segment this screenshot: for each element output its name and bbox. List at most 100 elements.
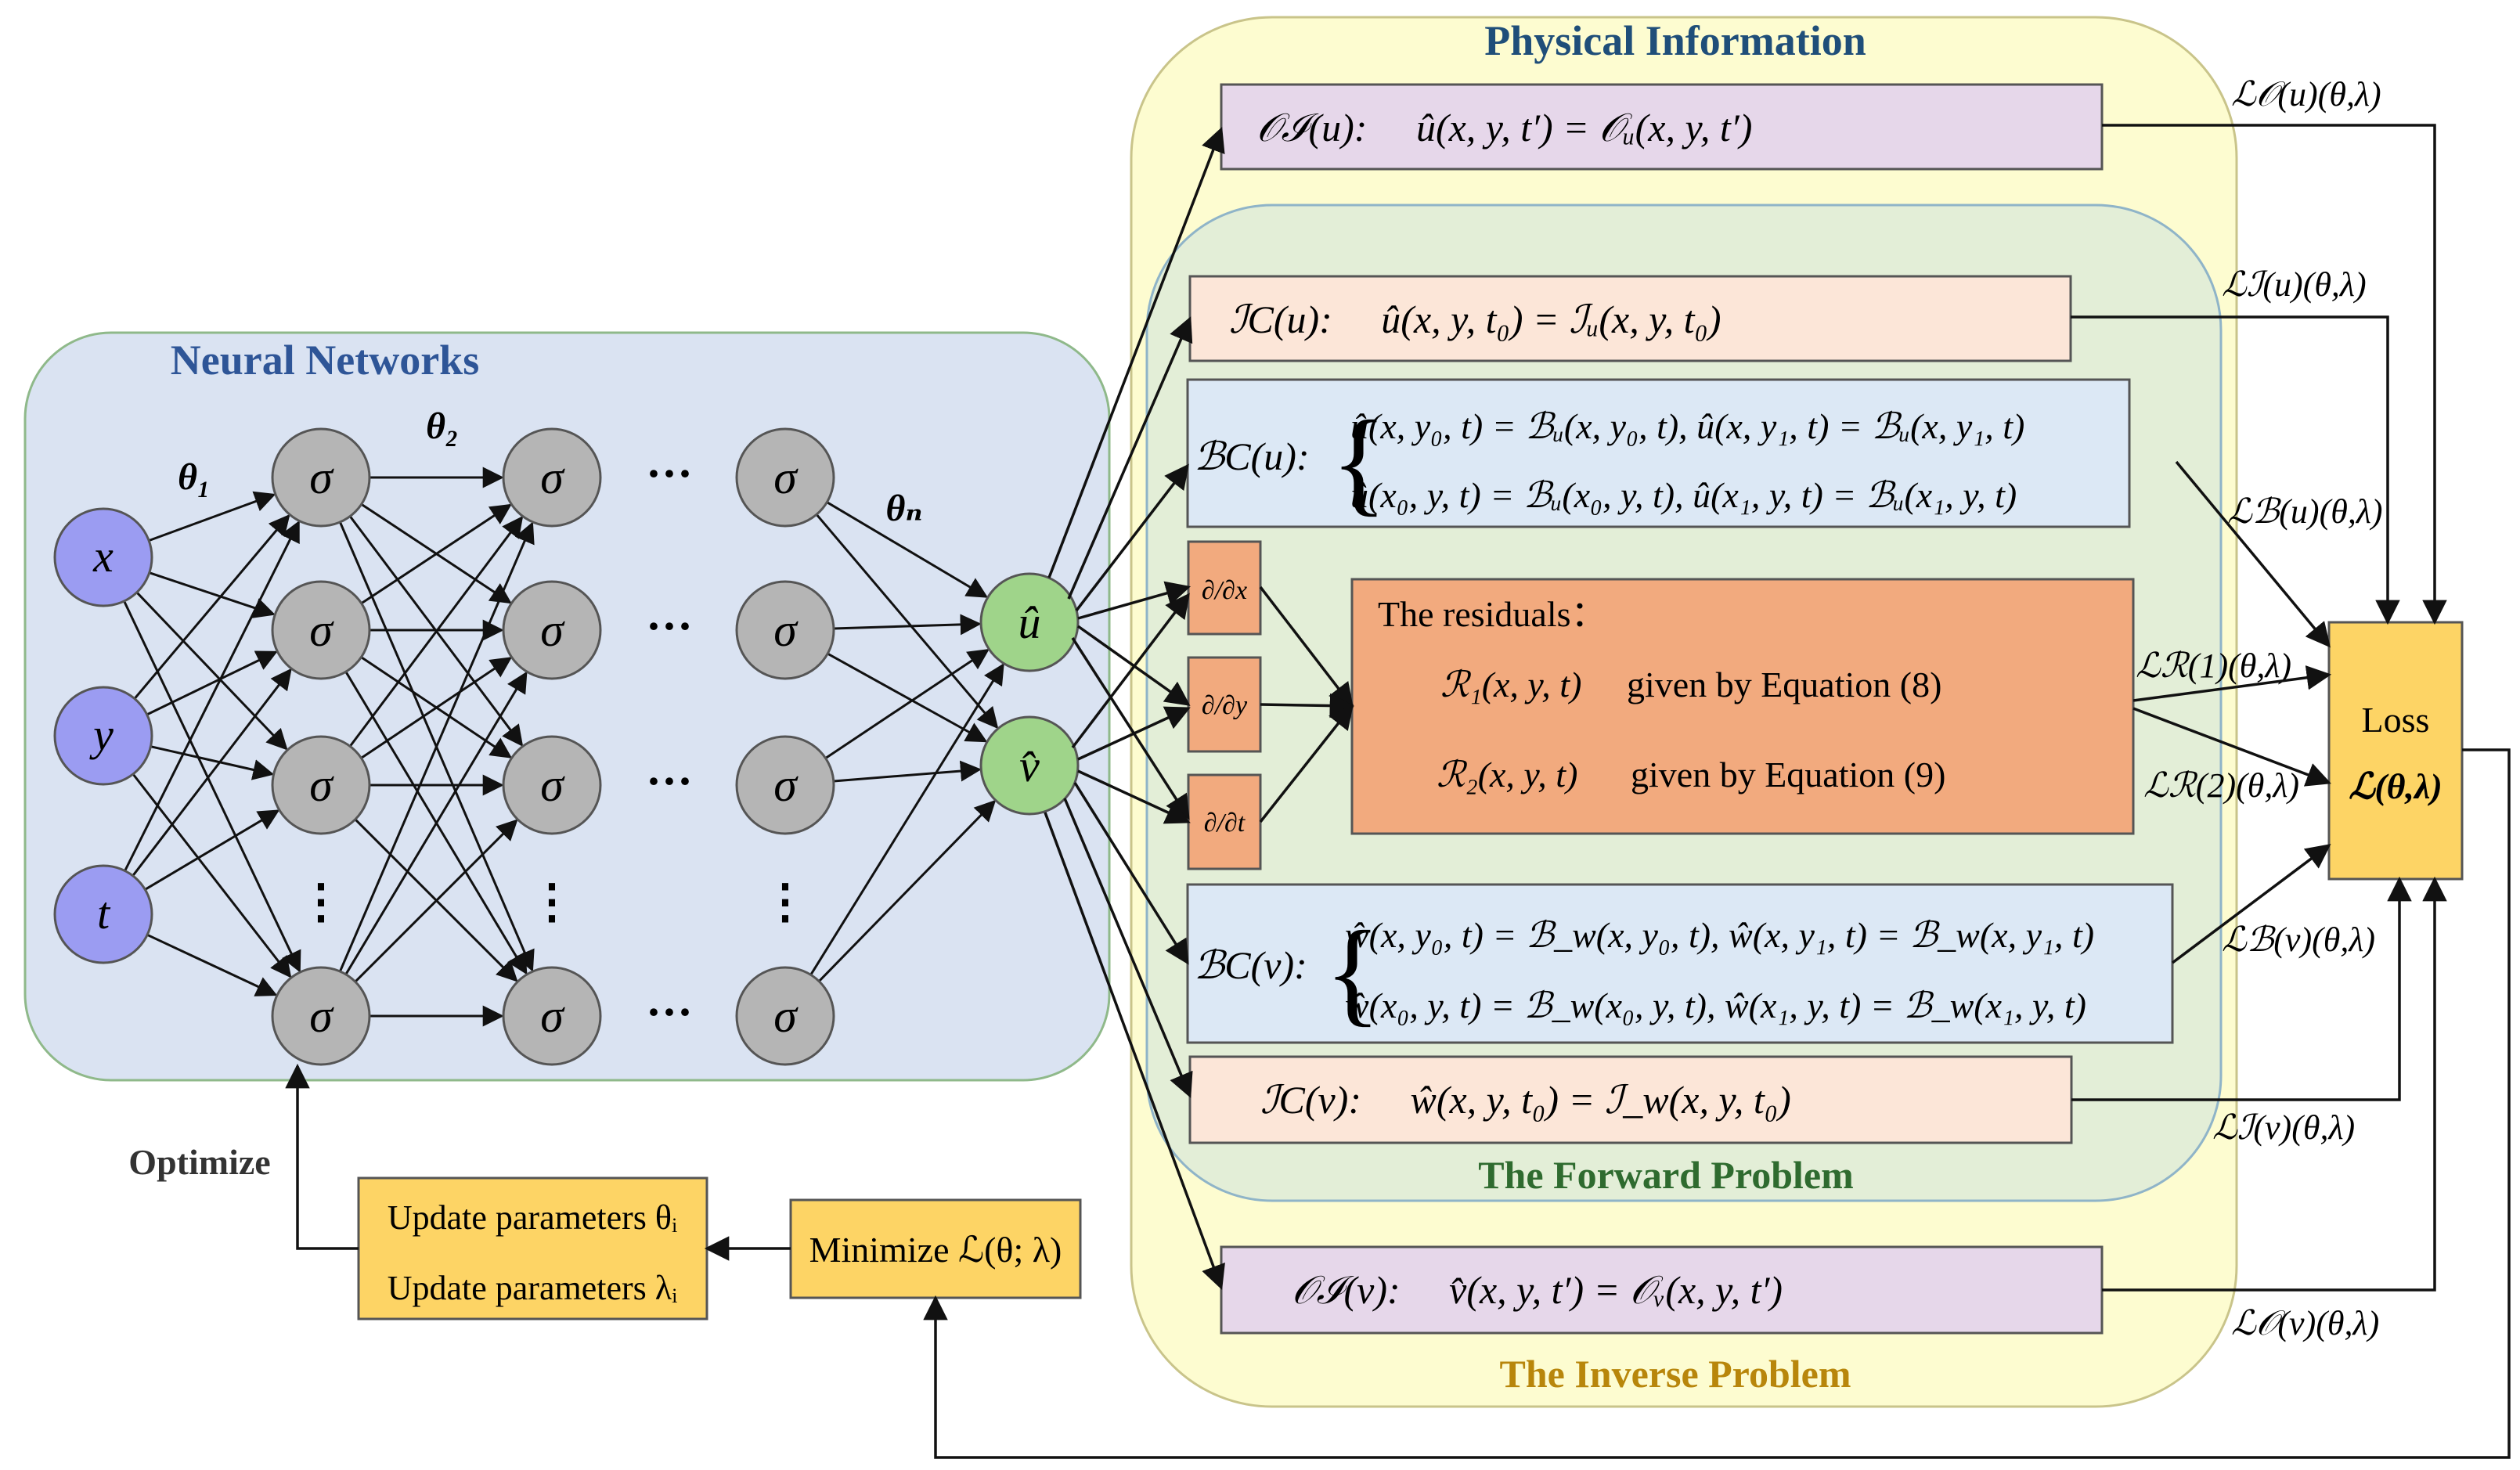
vertical-ellipsis: ⋮	[762, 876, 809, 928]
network-edge	[339, 521, 535, 972]
residuals-title: The residuals：	[1378, 594, 1607, 634]
arrow-dy-res	[1260, 693, 1355, 719]
layer-ellipses: ··· ··· ··· ··· ⋮ ⋮ ⋮	[297, 448, 809, 1038]
network-edge	[124, 520, 300, 872]
network-edge	[360, 657, 513, 759]
hidden-node	[735, 580, 835, 680]
network-edge	[133, 513, 290, 700]
oi-v-equation: 𝒪ℐ(v): v̂(x, y, t′) = 𝒪ᵥ(x, y, t′)	[1292, 1268, 1783, 1312]
loss-term-bc-u: ℒℬ(u)(θ,λ)	[2227, 492, 2383, 531]
vertical-ellipsis: ⋮	[528, 876, 575, 928]
network-edge	[150, 745, 275, 780]
arrow-u-dx	[1077, 581, 1192, 620]
network-edge	[132, 773, 292, 978]
arrow-u-ic	[1067, 316, 1193, 600]
bc-u-brace: {	[1331, 397, 1387, 527]
loss-term-oi-u: ℒ𝒪(u)(θ,λ)	[2231, 75, 2381, 113]
deriv-y-label: ∂/∂y	[1202, 691, 1248, 720]
hidden-node	[271, 735, 371, 835]
vertical-ellipsis: ⋮	[297, 876, 344, 928]
network-edge	[354, 819, 518, 983]
loss-term-r1: ℒℛ(1)(θ,λ)	[2136, 647, 2291, 685]
ic-v-box	[1188, 1055, 2073, 1144]
network-edge	[833, 760, 982, 783]
residual-1-symbol: ℛ₁(x, y, t)	[1440, 665, 1581, 704]
hidden-node	[271, 966, 371, 1066]
input-node-y	[53, 686, 153, 786]
loss-title: Loss	[2362, 700, 2430, 740]
horizontal-ellipsis: ···	[646, 986, 693, 1038]
arrow-v-dy	[1077, 706, 1191, 761]
loss-box	[2327, 621, 2464, 881]
deriv-y-box	[1187, 656, 1262, 753]
input-node-t	[53, 864, 153, 964]
network-edge	[123, 600, 301, 973]
optimize-label: Optimize	[128, 1142, 270, 1182]
bc-v-brace: {	[1325, 907, 1381, 1037]
loss-term-oi-v: ℒ𝒪(v)(θ,λ)	[2231, 1304, 2379, 1342]
arrow-bc-u-loss	[2175, 460, 2331, 648]
horizontal-ellipsis: ···	[646, 755, 693, 807]
arrow-oi-v-loss	[2102, 876, 2447, 1292]
arrow-v-dx	[1071, 593, 1190, 749]
hidden-node-label: σ	[309, 990, 334, 1042]
network-edge	[818, 799, 997, 982]
network-edge	[824, 649, 990, 759]
hidden-node-label: σ	[773, 759, 799, 811]
arrow-dx-res	[1259, 585, 1354, 708]
hidden-node	[502, 735, 602, 835]
oi-v-box	[1220, 1245, 2104, 1335]
inverse-problem-title: The Inverse Problem	[1499, 1352, 1851, 1396]
network-edge	[827, 652, 988, 743]
bc-v-line1: ŵ(x, y₀, t) = ℬ_w(x, y₀, t), ŵ(x, y₁, t)…	[1345, 915, 2094, 955]
horizontal-ellipsis: ···	[646, 600, 693, 652]
network-edge	[132, 668, 292, 877]
loss-term-bc-v: ℒℬ(v)(θ,λ)	[2222, 921, 2375, 959]
network-edge	[149, 571, 276, 618]
arrow-ic-u-loss	[2071, 315, 2400, 625]
network-edge	[833, 614, 982, 636]
network-edge	[146, 933, 278, 996]
arrow-loss-minimize	[923, 748, 2511, 1459]
deriv-x-label: ∂/∂x	[1202, 576, 1247, 605]
loss-term-ic-u: ℒℐ(u)(θ,λ)	[2222, 265, 2367, 304]
loss-term-ic-v: ℒℐ(v)(θ,λ)	[2212, 1108, 2355, 1147]
update-box	[357, 1176, 708, 1320]
hidden-node	[271, 427, 371, 528]
output-node-v	[979, 715, 1080, 816]
loss-term-labels: ℒ𝒪(u)(θ,λ) ℒℐ(u)(θ,λ) ℒℬ(u)(θ,λ) ℒℛ(1)(θ…	[2136, 75, 2383, 1342]
deriv-t-label: ∂/∂t	[1204, 809, 1246, 838]
update-lambda-label: Update parameters λᵢ	[388, 1269, 678, 1307]
physical-information-title: Physical Information	[1484, 17, 1866, 64]
arrow-v-dt	[1077, 769, 1191, 824]
network-edge	[360, 503, 512, 605]
output-node-u	[979, 572, 1080, 672]
oi-u-box	[1220, 83, 2104, 171]
residual-2-symbol: ℛ₂(x, y, t)	[1437, 755, 1577, 794]
forward-problem-title: The Forward Problem	[1478, 1153, 1854, 1197]
hidden-node	[502, 580, 602, 680]
network-edge	[344, 671, 528, 975]
ic-u-box	[1188, 275, 2072, 362]
update-theta-label: Update parameters θᵢ	[388, 1198, 677, 1237]
input-label-y: y	[89, 709, 114, 760]
weight-label-thetan: θₙ	[886, 488, 923, 529]
input-label-x: x	[92, 531, 114, 582]
network-edge	[148, 491, 276, 542]
hidden-node	[735, 427, 835, 528]
deriv-x-box	[1187, 540, 1262, 636]
neural-networks-title: Neural Networks	[171, 337, 479, 384]
arrow-u-dt	[1071, 637, 1190, 820]
oi-u-equation: 𝒪ℐ(u): û(x, y, t′) = 𝒪ᵤ(x, y, t′)	[1256, 106, 1752, 150]
hidden-node-label: σ	[540, 759, 565, 811]
weight-label-theta2: θ₂	[426, 405, 459, 447]
hidden-layers: σ σ σ σ σ σ σ σ σ σ σ σ	[271, 427, 835, 1066]
input-layer: x y t	[53, 507, 153, 964]
residuals-box	[1350, 578, 2135, 835]
arrow-v-oi	[1044, 812, 1225, 1290]
hidden-node-label: σ	[540, 990, 565, 1042]
bc-u-label: ℬC(u):	[1194, 434, 1310, 478]
hidden-node-label: σ	[773, 452, 799, 503]
hidden-node-label: σ	[540, 452, 565, 503]
arrow-dt-res	[1259, 704, 1354, 823]
